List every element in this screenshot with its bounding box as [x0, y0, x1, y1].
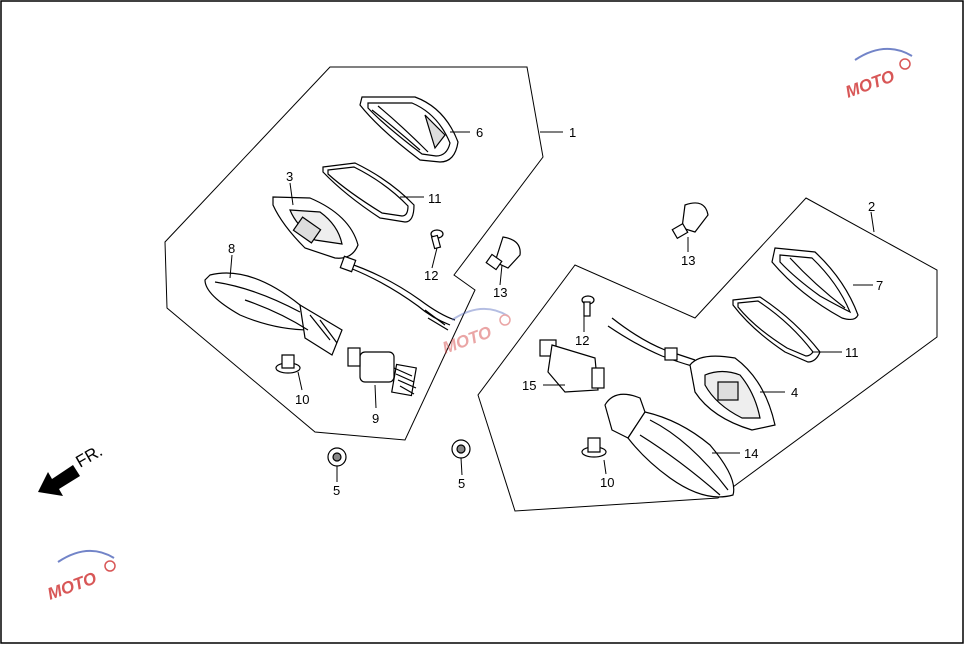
wire-harness-left: [339, 255, 456, 331]
part-5-nut-left: [327, 447, 347, 467]
callout-8: 8: [228, 241, 235, 256]
part-12-screw-left: [430, 229, 444, 250]
watermark-logo-top: MOTO: [843, 47, 913, 102]
front-direction-label: FR.: [73, 441, 106, 471]
leader-lines: [229, 131, 875, 482]
callout-3: 3: [286, 169, 293, 184]
callout-11-right: 11: [845, 345, 859, 360]
callout-5-right: 5: [458, 476, 465, 491]
part-13-bulb-left: [485, 236, 521, 271]
part-10-nut-left: [275, 354, 301, 374]
callout-6: 6: [476, 125, 483, 140]
part-12-screw-right: [581, 295, 595, 317]
watermark-text-bottom: MOTO: [45, 569, 99, 604]
callout-9: 9: [372, 411, 379, 426]
part-10-nut-right: [581, 437, 607, 458]
callout-1: 1: [569, 125, 576, 140]
callout-11-left: 11: [428, 191, 442, 206]
callout-14: 14: [744, 446, 758, 461]
part-3-housing: [272, 196, 359, 259]
watermark-logo-bottom: MOTO: [45, 550, 116, 604]
part-9-socket: [347, 347, 417, 397]
part-7-lens: [771, 247, 859, 321]
callout-13-right: 13: [681, 253, 695, 268]
callout-4: 4: [791, 385, 798, 400]
callout-12-left: 12: [424, 268, 438, 283]
callout-12-right: 12: [575, 333, 589, 348]
part-15-socket: [539, 339, 605, 393]
watermark-text-top: MOTO: [843, 67, 897, 102]
callout-2: 2: [868, 199, 875, 214]
wire-harness-right: [607, 317, 696, 367]
part-4-housing: [689, 355, 776, 431]
part-13-bulb-right: [671, 202, 709, 240]
watermark-text-center: MOTO: [440, 323, 494, 358]
part-14-lens-body: [604, 393, 735, 498]
part-11-gasket-right: [732, 296, 821, 363]
callout-15: 15: [522, 378, 536, 393]
part-5-nut-right: [451, 439, 471, 459]
callout-13-left: 13: [493, 285, 507, 300]
callout-10-left: 10: [295, 392, 309, 407]
assembly-outline-2: [477, 197, 938, 512]
assembly-outline-1: [164, 66, 544, 441]
callout-10-right: 10: [600, 475, 614, 490]
part-11-gasket-left: [322, 162, 415, 223]
front-direction-arrow: FR.: [38, 441, 106, 496]
part-6-lens: [359, 96, 459, 163]
callout-5-left: 5: [333, 483, 340, 498]
callout-7: 7: [876, 278, 883, 293]
part-8-lens-body: [204, 272, 343, 356]
watermark-logo-center: MOTO: [440, 308, 511, 358]
